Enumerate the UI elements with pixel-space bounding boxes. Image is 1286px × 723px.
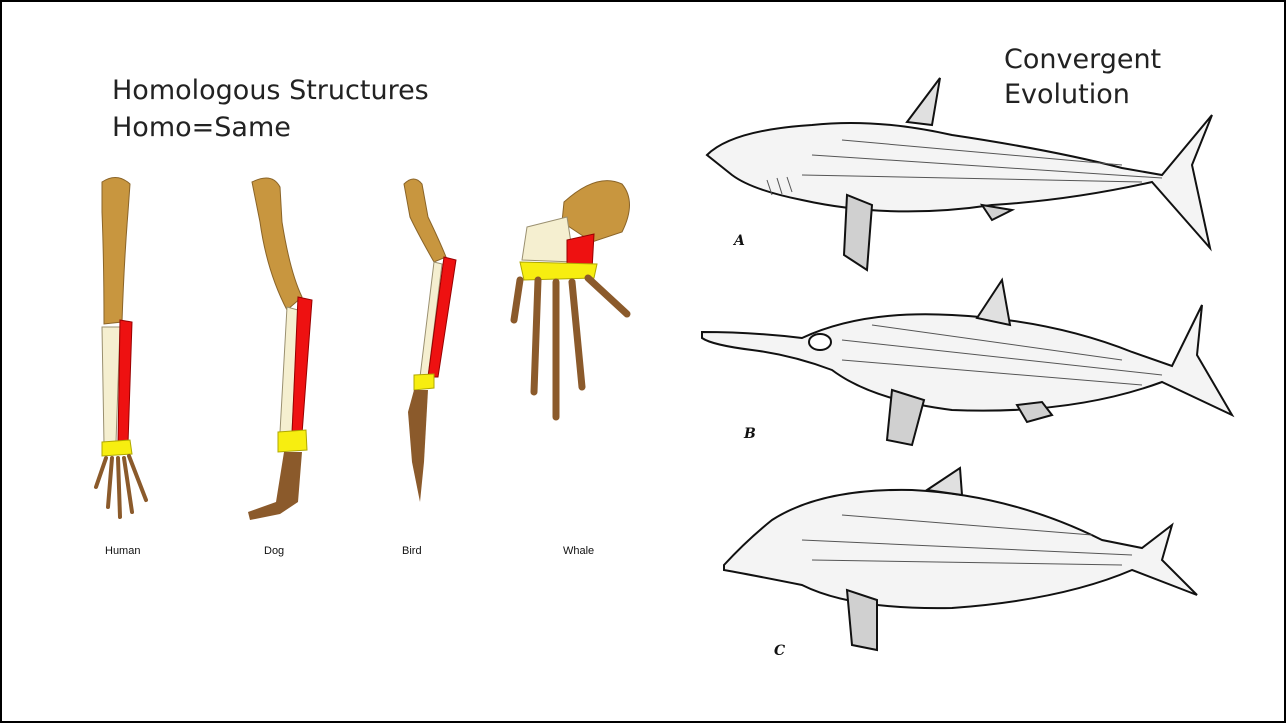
convergent-evolution-diagram: A B C xyxy=(692,70,1252,670)
limb-label-whale: Whale xyxy=(563,545,594,557)
whale-limb-illustration xyxy=(514,181,630,417)
ichthyosaur-illustration xyxy=(702,280,1232,445)
homologous-title-line-2: Homo=Same xyxy=(112,109,429,146)
animal-letter-c: C xyxy=(774,643,785,659)
dolphin-illustration xyxy=(724,468,1197,650)
animal-letter-b: B xyxy=(743,426,756,442)
limb-label-human: Human xyxy=(105,545,140,557)
dog-limb-illustration xyxy=(248,178,312,520)
bird-limb-illustration xyxy=(404,179,456,502)
limb-label-bird: Bird xyxy=(402,545,422,557)
shark-illustration xyxy=(707,78,1212,270)
homologous-title: Homologous Structures Homo=Same xyxy=(112,72,429,146)
homologous-limbs-diagram xyxy=(62,162,662,582)
limb-label-dog: Dog xyxy=(264,545,284,557)
human-limb-illustration xyxy=(96,177,146,517)
animal-letter-a: A xyxy=(732,233,745,249)
homologous-title-line-1: Homologous Structures xyxy=(112,72,429,109)
